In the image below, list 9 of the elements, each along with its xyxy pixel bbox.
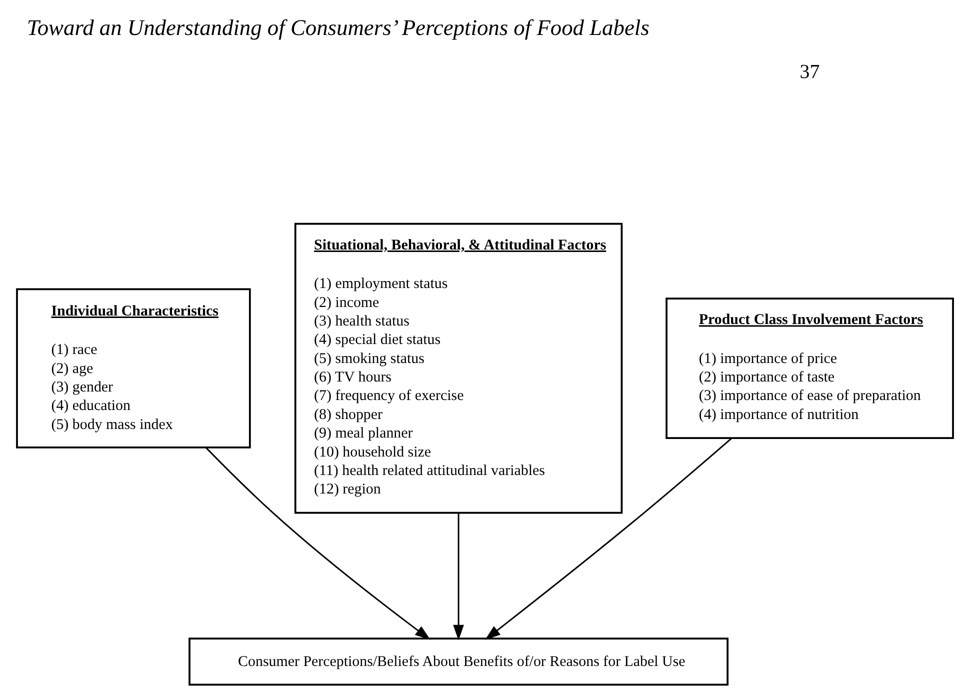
arrow xyxy=(453,512,464,640)
diagram-title: Toward an Understanding of Consumers’ Perceptions of Food Labels xyxy=(26,14,650,40)
label: 37 xyxy=(800,60,820,83)
node-box: Individual Characteristics (1) race (2) age (3) gender (4) education (5) body mass index xyxy=(16,288,251,448)
node-box: Consumer Perceptions/Beliefs About Benefits of/or Reasons for Label Use xyxy=(188,638,728,686)
node-box: Product Class Involvement Factors (1) importance of price (2) importance of taste (3) importance of ease of preparation (4) importance of nutrition xyxy=(666,298,954,439)
arrow xyxy=(485,438,732,640)
node-box: Situational, Behavioral, & Attitudinal Factors (1) employment status (2) income (3) health status (4) special diet status (5) smoking status (6) TV hours (7) frequency of exercise (8) shopper (9) meal planner (10) household size (11) health related attitudinal variables (12) region xyxy=(294,222,623,514)
arrow xyxy=(205,447,430,640)
